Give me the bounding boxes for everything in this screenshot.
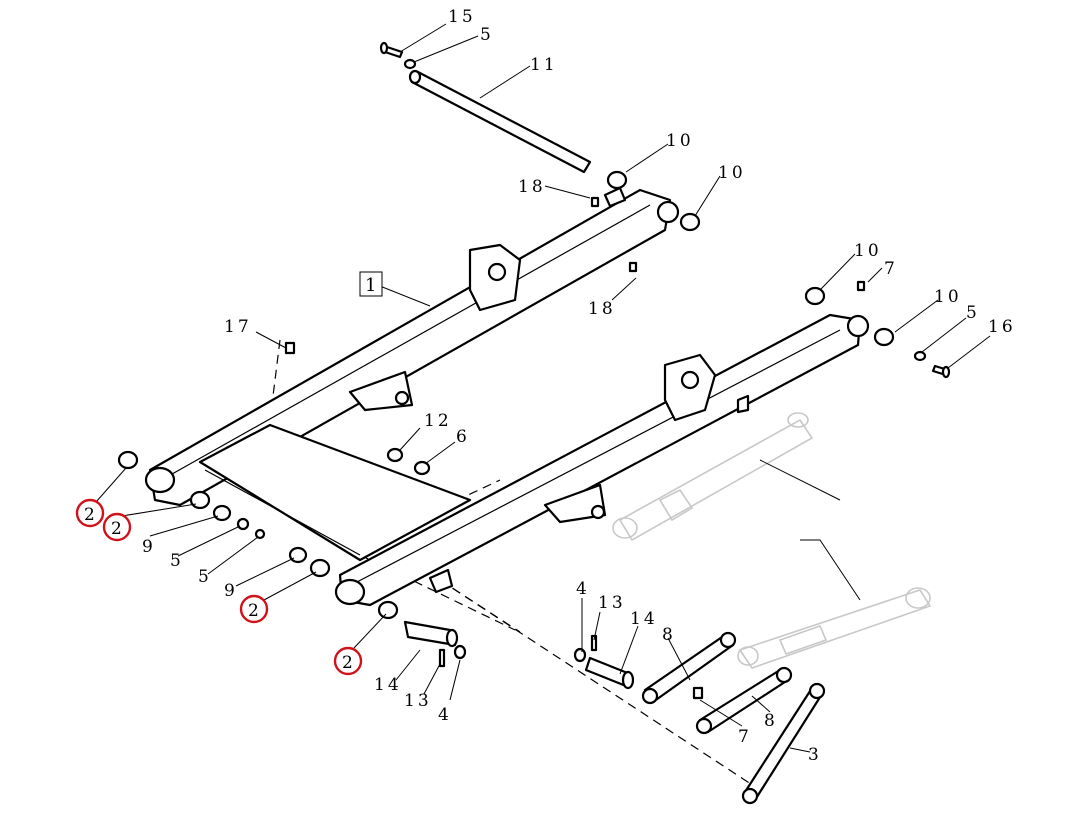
pin-14-left xyxy=(403,620,459,648)
callout-8: 8 xyxy=(662,625,676,645)
callout-2: 2 xyxy=(342,653,353,673)
swing-arm-frame xyxy=(144,186,870,607)
callout-4: 4 xyxy=(576,579,590,599)
callout-10: 10 xyxy=(854,241,882,261)
callout-14: 14 xyxy=(630,609,658,629)
highlight-2-b: 2 xyxy=(102,512,132,542)
highlight-2-d: 2 xyxy=(333,646,363,676)
rod-11 xyxy=(408,69,592,174)
callout-6: 6 xyxy=(456,427,470,447)
callout-10: 10 xyxy=(666,131,694,151)
ghost-cylinder-upper xyxy=(612,412,814,542)
callout-10: 10 xyxy=(718,163,746,183)
link-8-upper xyxy=(641,631,737,705)
assembly-box xyxy=(359,271,383,297)
callout-16: 16 xyxy=(988,317,1016,337)
callout-5: 5 xyxy=(480,25,494,45)
callout-4: 4 xyxy=(438,705,452,725)
snap-ring-4-left xyxy=(453,644,467,660)
callout-2: 2 xyxy=(84,505,95,525)
bolt-15 xyxy=(379,41,404,59)
callout-13: 13 xyxy=(598,593,626,613)
pin-14-right xyxy=(584,656,635,690)
bushings xyxy=(117,170,927,620)
callout-5: 5 xyxy=(170,551,184,571)
callout-17: 17 xyxy=(224,317,252,337)
callout-5: 5 xyxy=(966,303,980,323)
callout-labels: 15 5 11 10 18 10 10 7 18 10 5 16 17 12 6… xyxy=(142,7,1016,765)
callout-18: 18 xyxy=(518,177,546,197)
callout-11: 11 xyxy=(530,55,558,75)
link-3 xyxy=(741,682,826,805)
grease-fittings xyxy=(284,196,866,700)
highlight-2-a: 2 xyxy=(75,498,105,528)
highlight-2-c: 2 xyxy=(239,594,269,624)
callout-14: 14 xyxy=(374,675,402,695)
callout-7: 7 xyxy=(738,727,752,747)
callout-3: 3 xyxy=(808,745,822,765)
leader-lines xyxy=(95,23,991,753)
callout-15: 15 xyxy=(448,7,476,27)
callout-9: 9 xyxy=(142,537,156,557)
callout-13: 13 xyxy=(404,691,432,711)
callout-2: 2 xyxy=(248,601,259,621)
callout-10: 10 xyxy=(934,287,962,307)
callout-9: 9 xyxy=(224,581,238,601)
callout-12: 12 xyxy=(424,411,452,431)
snap-ring-4-right xyxy=(573,647,587,663)
callout-2: 2 xyxy=(111,519,122,539)
roll-pin-13-left xyxy=(438,648,446,668)
roll-pin-13-right xyxy=(590,634,598,652)
link-8-lower xyxy=(695,666,793,735)
callout-5: 5 xyxy=(198,567,212,587)
ghost-cylinder-lower xyxy=(737,587,932,669)
assembly-label: 1 xyxy=(365,275,376,296)
washer-5-top xyxy=(403,58,417,70)
callout-8: 8 xyxy=(764,711,778,731)
callout-18: 18 xyxy=(588,299,616,319)
highlighted-callouts: 2 2 2 2 xyxy=(75,498,363,676)
bolt-16 xyxy=(931,364,951,379)
callout-7: 7 xyxy=(884,259,898,279)
